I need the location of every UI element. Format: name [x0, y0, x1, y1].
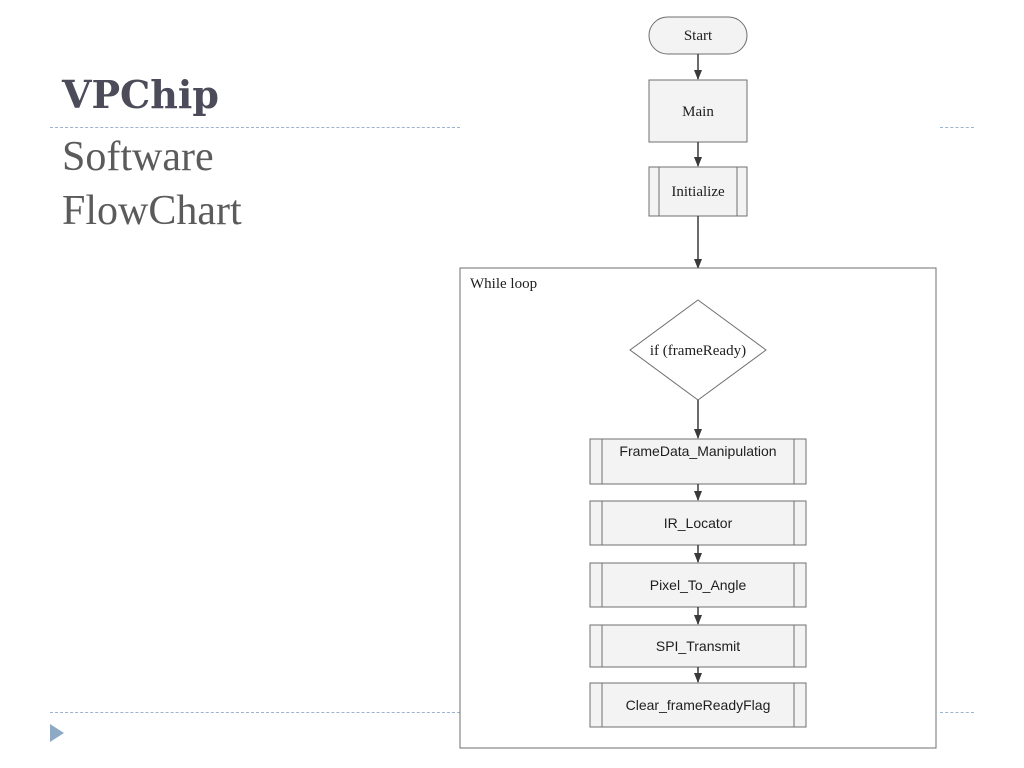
step-ir-locator: IR_Locator: [589, 500, 807, 546]
bottom-divider-left: [50, 712, 460, 713]
while-loop-label: While loop: [470, 276, 537, 292]
step-pixel-to-angle: Pixel_To_Angle: [589, 562, 807, 608]
step-label: IR_Locator: [664, 515, 733, 531]
slide-subtitle: Software FlowChart: [62, 130, 242, 238]
initialize-label: Initialize: [671, 184, 725, 200]
decision-node: if (frameReady): [629, 299, 767, 401]
top-divider-left: [50, 127, 460, 128]
bullet-arrow-icon: [50, 724, 64, 742]
start-node: Start: [648, 16, 748, 55]
step-label: Pixel_To_Angle: [650, 577, 747, 593]
step-frame-data-manipulation: FrameData_Manipulation: [589, 438, 807, 485]
step-label: FrameData_Manipulation: [619, 443, 776, 459]
step-label: Clear_frameReadyFlag: [626, 697, 771, 713]
slide-title: VPChip: [62, 72, 219, 117]
main-node: Main: [648, 79, 748, 143]
subtitle-line-1: Software: [62, 134, 214, 180]
main-label: Main: [682, 104, 714, 120]
step-clear-frame-ready-flag: Clear_frameReadyFlag: [589, 682, 807, 728]
initialize-node: Initialize: [648, 166, 748, 217]
step-label: SPI_Transmit: [656, 638, 740, 654]
start-label: Start: [684, 28, 713, 44]
bottom-divider-right: [940, 712, 974, 713]
subtitle-line-2: FlowChart: [62, 188, 242, 234]
top-divider-right: [940, 127, 974, 128]
decision-label: if (frameReady): [650, 343, 746, 359]
step-spi-transmit: SPI_Transmit: [589, 624, 807, 668]
